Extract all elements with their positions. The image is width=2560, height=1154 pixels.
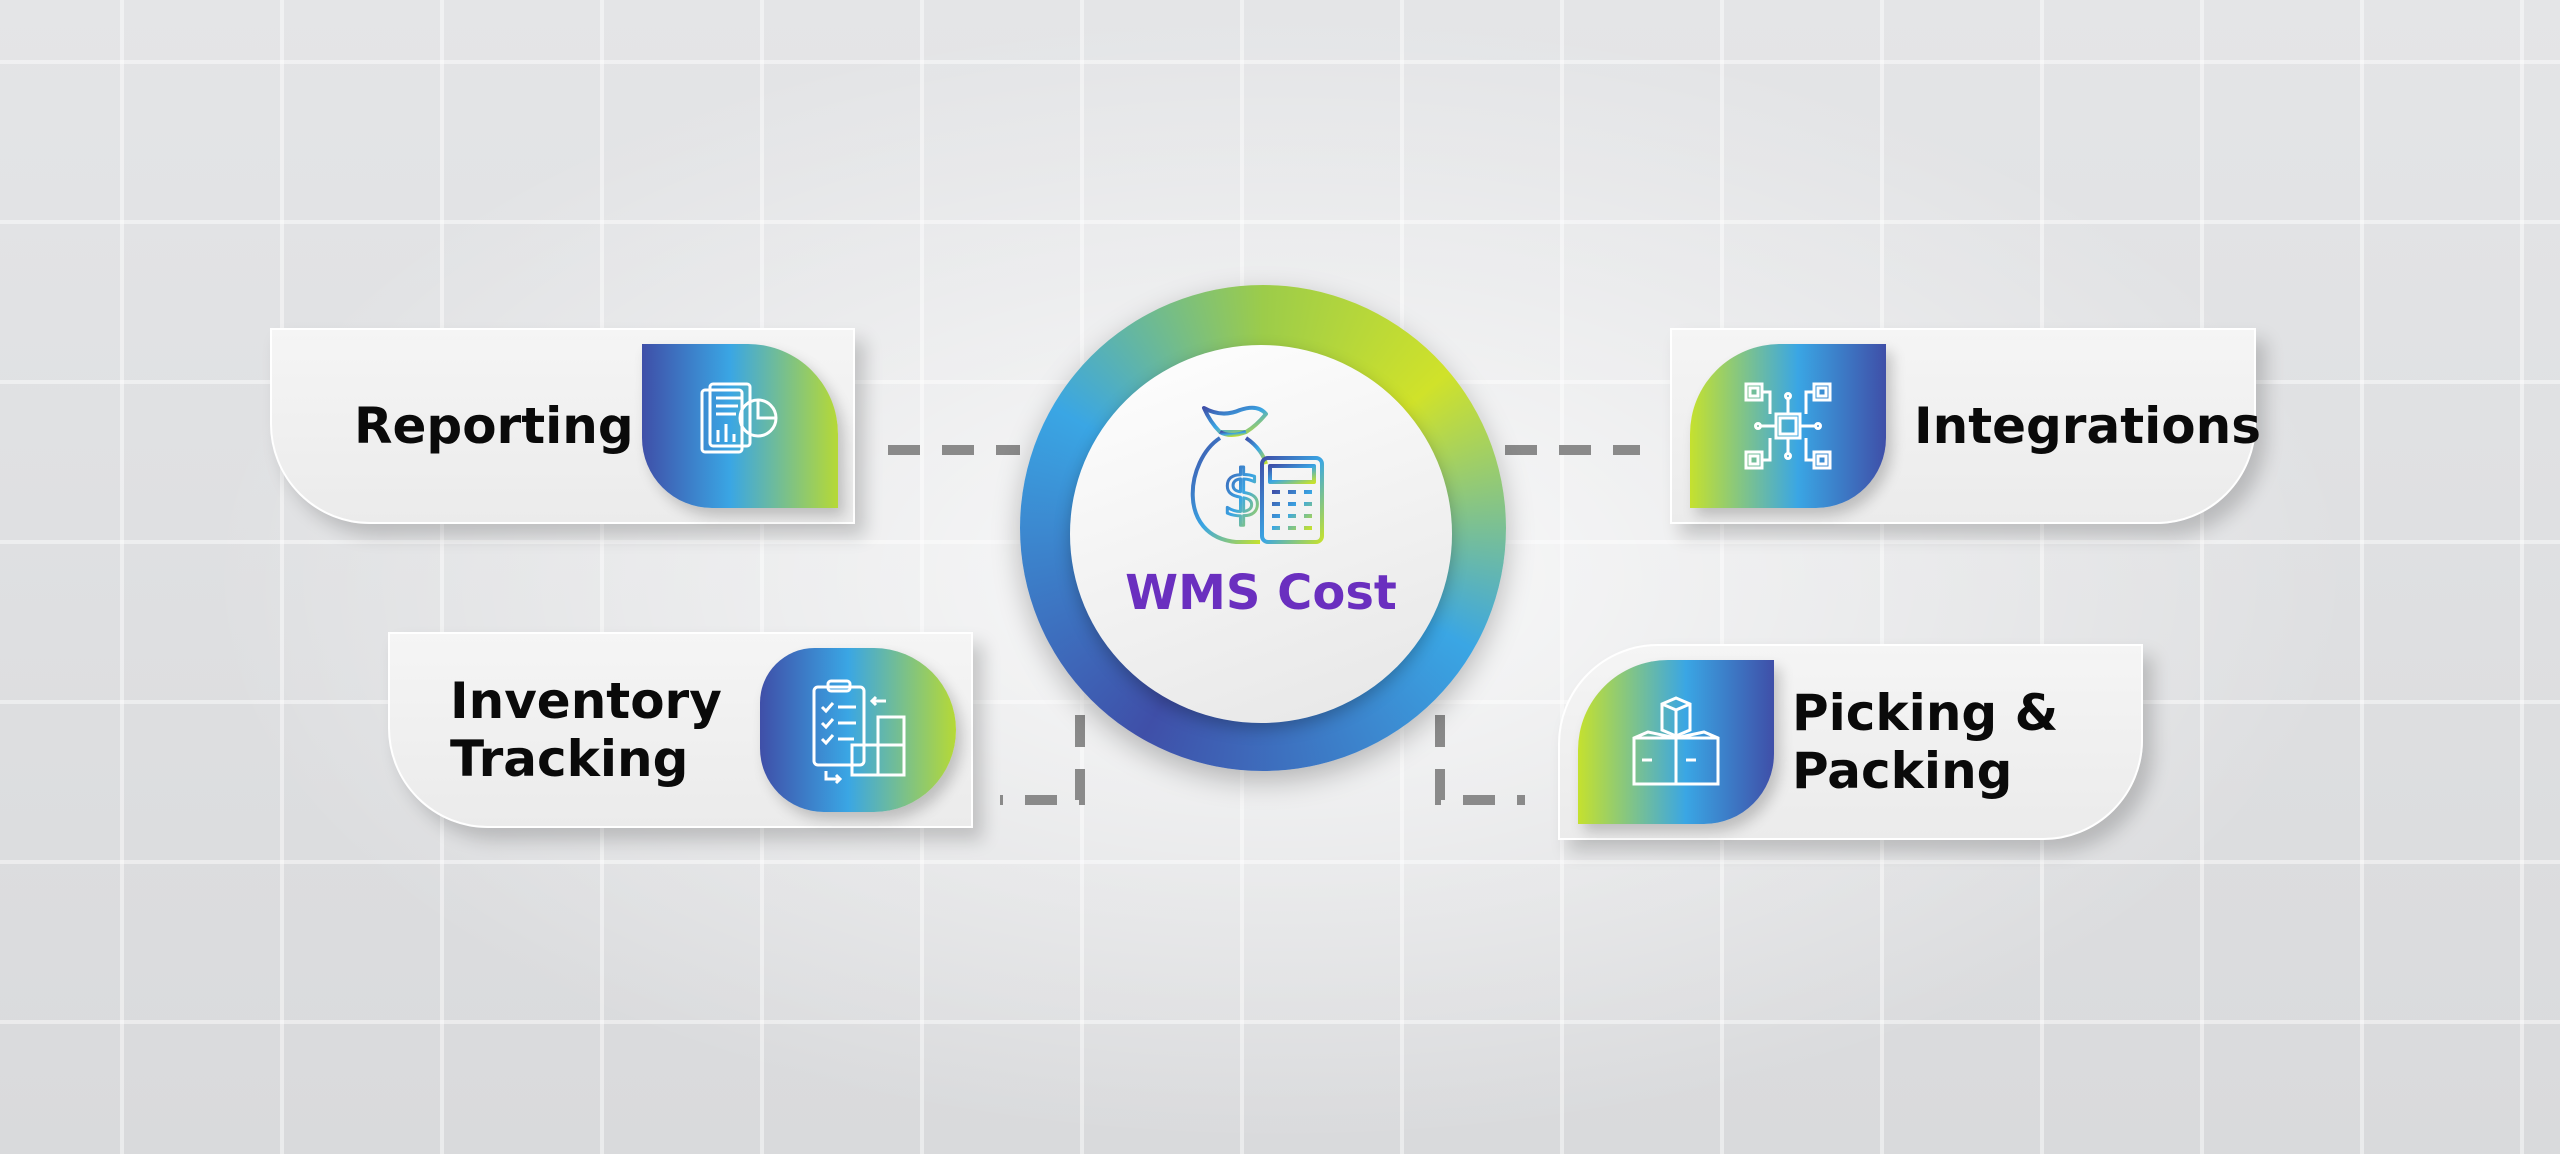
node-label: Reporting (354, 397, 634, 455)
stacked-boxes-icon-badge (1578, 660, 1774, 824)
center-disc: $ WMS Cost (1070, 345, 1452, 723)
node-inventory-tracking: Inventory Tracking (388, 632, 973, 828)
clipboard-checklist-boxes-icon-badge (760, 648, 956, 812)
clipboard-checklist-boxes-icon (812, 679, 906, 785)
connector-picking (1435, 715, 1525, 805)
center-ring: $ WMS Cost (1020, 285, 1506, 771)
node-integrations: Integrations (1670, 328, 2261, 524)
node-reporting: Reporting (270, 328, 855, 524)
svg-text:$: $ (1222, 458, 1263, 532)
money-bag-calculator-icon: $ (1190, 405, 1324, 544)
center-title: WMS Cost (1125, 565, 1397, 621)
node-label: Integrations (1914, 397, 2261, 455)
node-picking-packing: Picking & Packing (1558, 644, 2143, 840)
connector-inventory (1000, 715, 1085, 805)
report-pie-chart-icon (700, 382, 778, 454)
circuit-chip-icon-badge (1690, 344, 1886, 508)
circuit-chip-icon (1744, 382, 1832, 470)
report-pie-chart-icon-badge (642, 344, 838, 508)
node-label: Picking & Packing (1792, 684, 2059, 800)
node-label: Inventory Tracking (450, 672, 722, 788)
stacked-boxes-icon (1632, 696, 1720, 786)
